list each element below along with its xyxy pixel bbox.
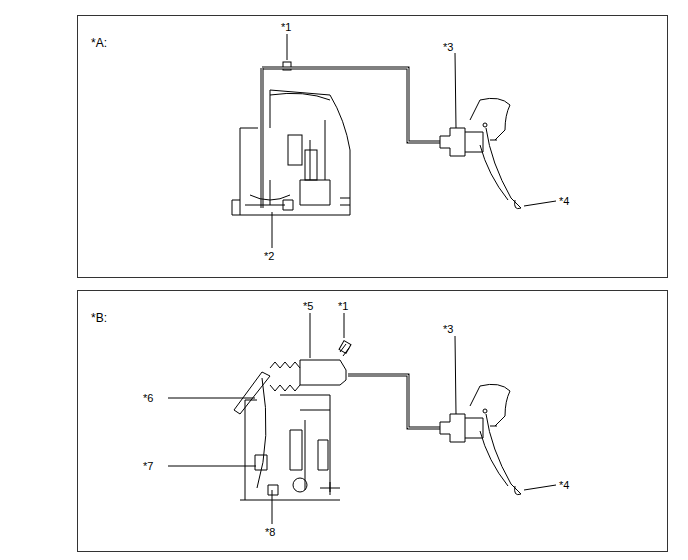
callout-number: *3 — [443, 41, 453, 53]
panel-b-drawing — [168, 313, 556, 524]
callout-number: *1 — [338, 300, 348, 312]
panel-a-drawing — [232, 34, 556, 248]
callout-number: *1 — [281, 21, 291, 33]
panel-label: *A: — [91, 36, 107, 50]
callout-number: *6 — [143, 392, 153, 404]
callout-number: *4 — [559, 195, 569, 207]
panel-frame: *A: — [77, 15, 668, 278]
callout-number: *7 — [143, 460, 153, 472]
callout-number: *3 — [443, 323, 453, 335]
panel-label: *B: — [91, 311, 107, 325]
callout-number: *2 — [264, 250, 274, 262]
panel-frame: *B: — [77, 290, 668, 552]
callout-number: *8 — [265, 526, 275, 538]
callout-number: *4 — [559, 479, 569, 491]
callout-number: *5 — [303, 300, 313, 312]
